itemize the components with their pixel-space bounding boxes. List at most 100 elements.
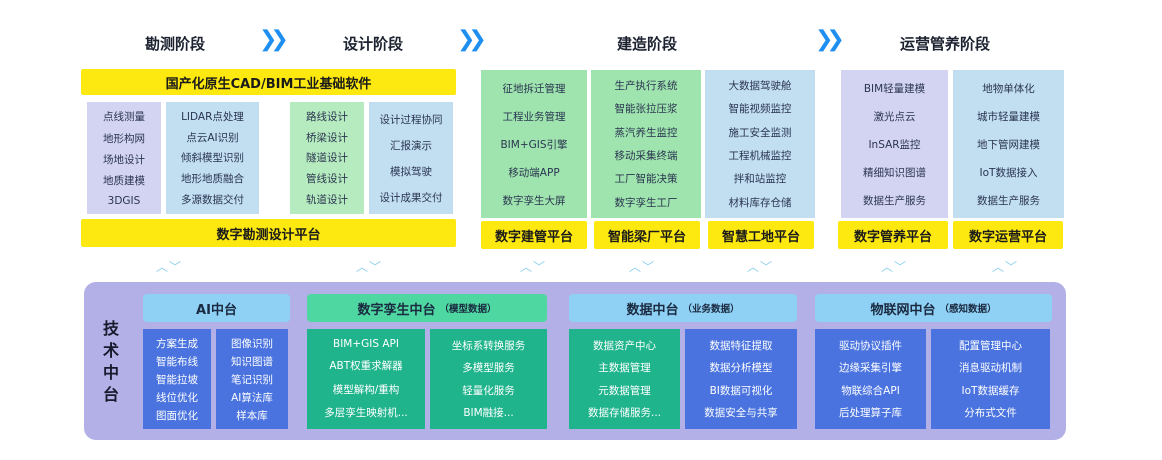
up-down-arrows-icon: ︿﹀ xyxy=(746,260,773,274)
up-down-arrows-icon: ︿﹀ xyxy=(155,260,182,274)
chevron-right-icon: ❯❯ xyxy=(259,27,289,52)
list-item: 地形构网 xyxy=(103,132,145,145)
platform-smart-site: 智慧工地平台 xyxy=(708,221,814,249)
list-item: 桥梁设计 xyxy=(306,131,348,144)
banner-cad-bim-software: 国产化原生CAD/BIM工业基础软件 xyxy=(81,69,456,95)
list-item: 轻量化服务 xyxy=(462,384,515,397)
list-item: 数据特征提取 xyxy=(709,339,773,352)
list-item: 轨道设计 xyxy=(306,194,348,207)
list-item: 数据分析模型 xyxy=(709,362,773,375)
list-item: ABT权重求解器 xyxy=(329,360,403,373)
stage-title-operate: 运营管养阶段 xyxy=(899,35,990,53)
tech-platform-label: 技 术 中 台 xyxy=(102,319,119,404)
data-column-2: 数据特征提取 数据分析模型 BI数据可视化 数据安全与共享 xyxy=(685,329,797,429)
list-item: 模型解构/重构 xyxy=(332,383,400,396)
chevron-right-icon: ❯❯ xyxy=(815,27,845,52)
list-item: 管线设计 xyxy=(306,173,348,186)
list-item: 线位优化 xyxy=(156,391,198,404)
list-item: 驱动协议插件 xyxy=(839,339,902,352)
operate-column-1: BIM轻量建模 激光点云 InSAR监控 精细知识图谱 数据生产服务 xyxy=(841,70,948,218)
digital-twin-platform-header: 数字孪生中台（模型数据） xyxy=(307,294,547,322)
list-item: 大数据驾驶舱 xyxy=(728,80,792,93)
ai-platform-header: AI中台 xyxy=(143,294,290,322)
stage-title-design: 设计阶段 xyxy=(342,35,403,53)
list-item: IoT数据接入 xyxy=(979,166,1038,179)
list-item: 方案生成 xyxy=(156,337,198,350)
list-item: 智能布线 xyxy=(156,355,198,368)
list-item: 多模型服务 xyxy=(462,362,515,375)
list-item: 施工安全监测 xyxy=(728,126,792,139)
build-column-1: 征地拆迁管理 工程业务管理 BIM+GIS引擎 移动端APP 数字孪生大屏 xyxy=(481,70,587,218)
list-item: 数据资产中心 xyxy=(593,339,656,352)
list-item: 数据安全与共享 xyxy=(704,407,778,420)
list-item: 移动端APP xyxy=(508,166,560,179)
survey-column-1: 点线测量 地形构网 场地设计 地质建模 3DGIS xyxy=(87,102,161,214)
data-platform-header: 数据中台（业务数据） xyxy=(569,294,797,322)
list-item: 移动采集终端 xyxy=(614,150,678,163)
list-item: 数据存储服务... xyxy=(587,407,661,420)
up-down-arrows-icon: ︿﹀ xyxy=(519,260,546,274)
list-item: 设计成果交付 xyxy=(379,191,443,204)
up-down-arrows-icon: ︿﹀ xyxy=(628,260,655,274)
operate-column-2: 地物单体化 城市轻量建模 地下管网建模 IoT数据接入 数据生产服务 xyxy=(953,70,1064,218)
list-item: 样本库 xyxy=(236,409,268,422)
list-item: 材料库存仓储 xyxy=(728,196,792,209)
list-item: 工程机械监控 xyxy=(728,150,792,163)
build-column-2: 生产执行系统 智能张拉压浆 蒸汽养生监控 移动采集终端 工厂智能决策 数字孪生工… xyxy=(591,70,701,218)
list-item: 多层孪生映射机... xyxy=(324,406,408,419)
build-column-3: 大数据驾驶舱 智能视频监控 施工安全监测 工程机械监控 拌和站监控 材料库存仓储 xyxy=(705,70,815,218)
up-down-arrows-icon: ︿﹀ xyxy=(880,260,907,274)
list-item: 城市轻量建模 xyxy=(977,110,1040,123)
platform-digital-build-management: 数字建管平台 xyxy=(481,221,587,249)
list-item: LIDAR点处理 xyxy=(181,110,244,123)
platform-smart-beam-factory: 智能梁厂平台 xyxy=(594,221,700,249)
list-item: 征地拆迁管理 xyxy=(502,82,566,95)
list-item: 点云AI识别 xyxy=(186,131,239,144)
list-item: 地下管网建模 xyxy=(977,138,1040,151)
list-item: 工厂智能决策 xyxy=(614,173,678,186)
list-item: InSAR监控 xyxy=(868,138,921,151)
list-item: BIM融接... xyxy=(463,407,514,420)
data-column-1: 数据资产中心 主数据管理 元数据管理 数据存储服务... xyxy=(569,329,680,429)
stage-title-build: 建造阶段 xyxy=(616,35,677,53)
ai-column-1: 方案生成 智能布线 智能拉坡 线位优化 图面优化 xyxy=(143,329,211,429)
design-column-1: 路线设计 桥梁设计 隧道设计 管线设计 轨道设计 xyxy=(290,102,364,214)
list-item: 物联综合API xyxy=(841,384,900,397)
list-item: 主数据管理 xyxy=(598,362,651,375)
list-item: 坐标系转换服务 xyxy=(451,339,526,352)
list-item: 隧道设计 xyxy=(306,152,348,165)
design-column-2: 设计过程协同 汇报演示 模拟驾驶 设计成果交付 xyxy=(369,102,453,214)
list-item: AI算法库 xyxy=(231,391,273,404)
list-item: 地物单体化 xyxy=(982,82,1035,95)
list-item: 地形地质融合 xyxy=(181,173,244,186)
list-item: BIM轻量建模 xyxy=(863,82,926,95)
chevron-right-icon: ❯❯ xyxy=(457,27,487,52)
list-item: 激光点云 xyxy=(873,110,916,123)
up-down-arrows-icon: ︿﹀ xyxy=(991,260,1018,274)
platform-digital-maintenance: 数字管养平台 xyxy=(838,221,948,249)
list-item: 拌和站监控 xyxy=(733,173,787,186)
list-item: 汇报演示 xyxy=(390,139,432,152)
up-down-arrows-icon: ︿﹀ xyxy=(355,260,382,274)
list-item: IoT数据缓存 xyxy=(961,384,1020,397)
ai-column-2: 图像识别 知识图谱 笔记识别 AI算法库 样本库 xyxy=(216,329,288,429)
list-item: 数据生产服务 xyxy=(977,194,1040,207)
list-item: 数字孪生工厂 xyxy=(614,196,678,209)
list-item: 智能张拉压浆 xyxy=(614,103,678,116)
list-item: 图像识别 xyxy=(231,337,273,350)
list-item: 分布式文件 xyxy=(964,407,1017,420)
list-item: 工程业务管理 xyxy=(502,110,566,123)
list-item: 元数据管理 xyxy=(598,384,651,397)
list-item: 多源数据交付 xyxy=(181,194,244,207)
list-item: 点线测量 xyxy=(103,111,145,124)
digital-twin-column-1: BIM+GIS API ABT权重求解器 模型解构/重构 多层孪生映射机... xyxy=(307,329,425,429)
platform-survey-design: 数字勘测设计平台 xyxy=(81,219,456,247)
list-item: BIM+GIS引擎 xyxy=(500,138,568,151)
list-item: 模拟驾驶 xyxy=(390,165,432,178)
list-item: 生产执行系统 xyxy=(614,80,678,93)
list-item: 场地设计 xyxy=(103,153,145,166)
list-item: 路线设计 xyxy=(306,110,348,123)
list-item: 地质建模 xyxy=(103,175,145,188)
list-item: 数字孪生大屏 xyxy=(502,194,566,207)
list-item: 知识图谱 xyxy=(231,355,273,368)
